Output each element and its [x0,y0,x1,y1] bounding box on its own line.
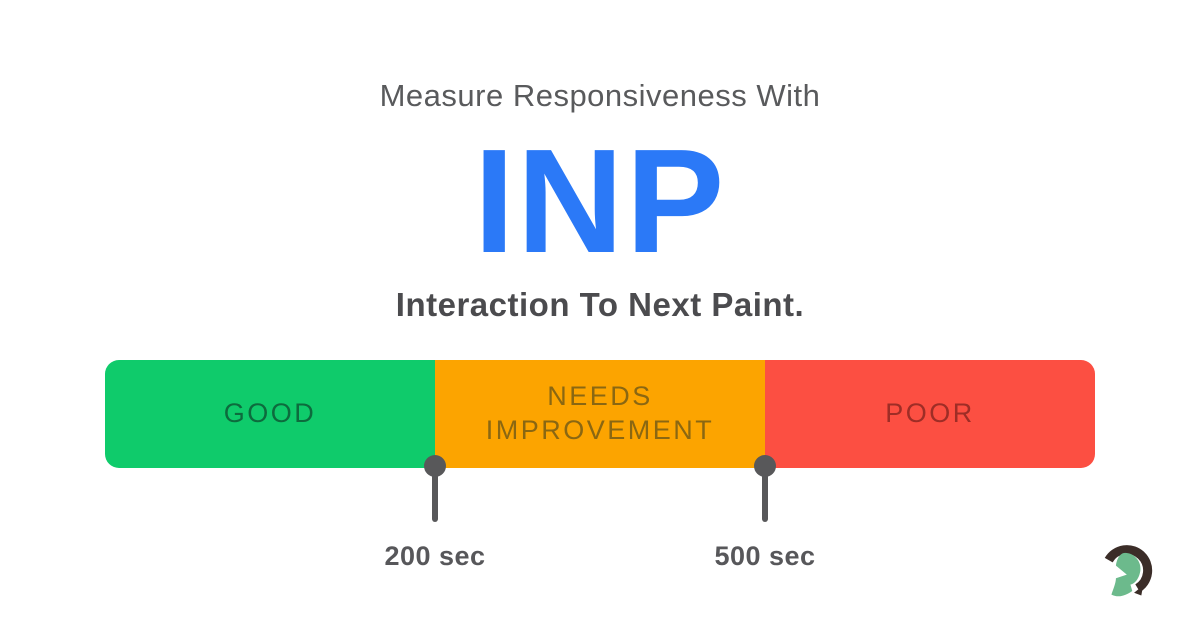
spartan-helmet-icon [1096,537,1154,605]
marker-stem [432,466,438,522]
threshold-500-label: 500 sec [714,541,816,571]
brand-logo [1096,537,1154,605]
threshold-marker-200: 200 sec [355,455,515,585]
threshold-200-label: 200 sec [384,541,486,571]
segment-needs-improvement-label: NEEDS IMPROVEMENT [485,381,715,445]
marker-stem [762,466,768,522]
segment-good: GOOD [105,360,435,468]
segment-needs-improvement: NEEDS IMPROVEMENT [435,360,765,468]
subtitle: Interaction To Next Paint. [395,286,805,323]
inp-threshold-scale: GOOD NEEDS IMPROVEMENT POOR [105,360,1095,468]
segment-poor-label: POOR [885,398,975,429]
segment-poor: POOR [765,360,1095,468]
threshold-marker-500: 500 sec [685,455,845,585]
marker-dot [754,455,776,477]
inp-acronym: INP [473,119,727,284]
segment-good-label: GOOD [223,398,317,429]
page-title: Measure Responsiveness With [379,78,821,113]
marker-dot [424,455,446,477]
